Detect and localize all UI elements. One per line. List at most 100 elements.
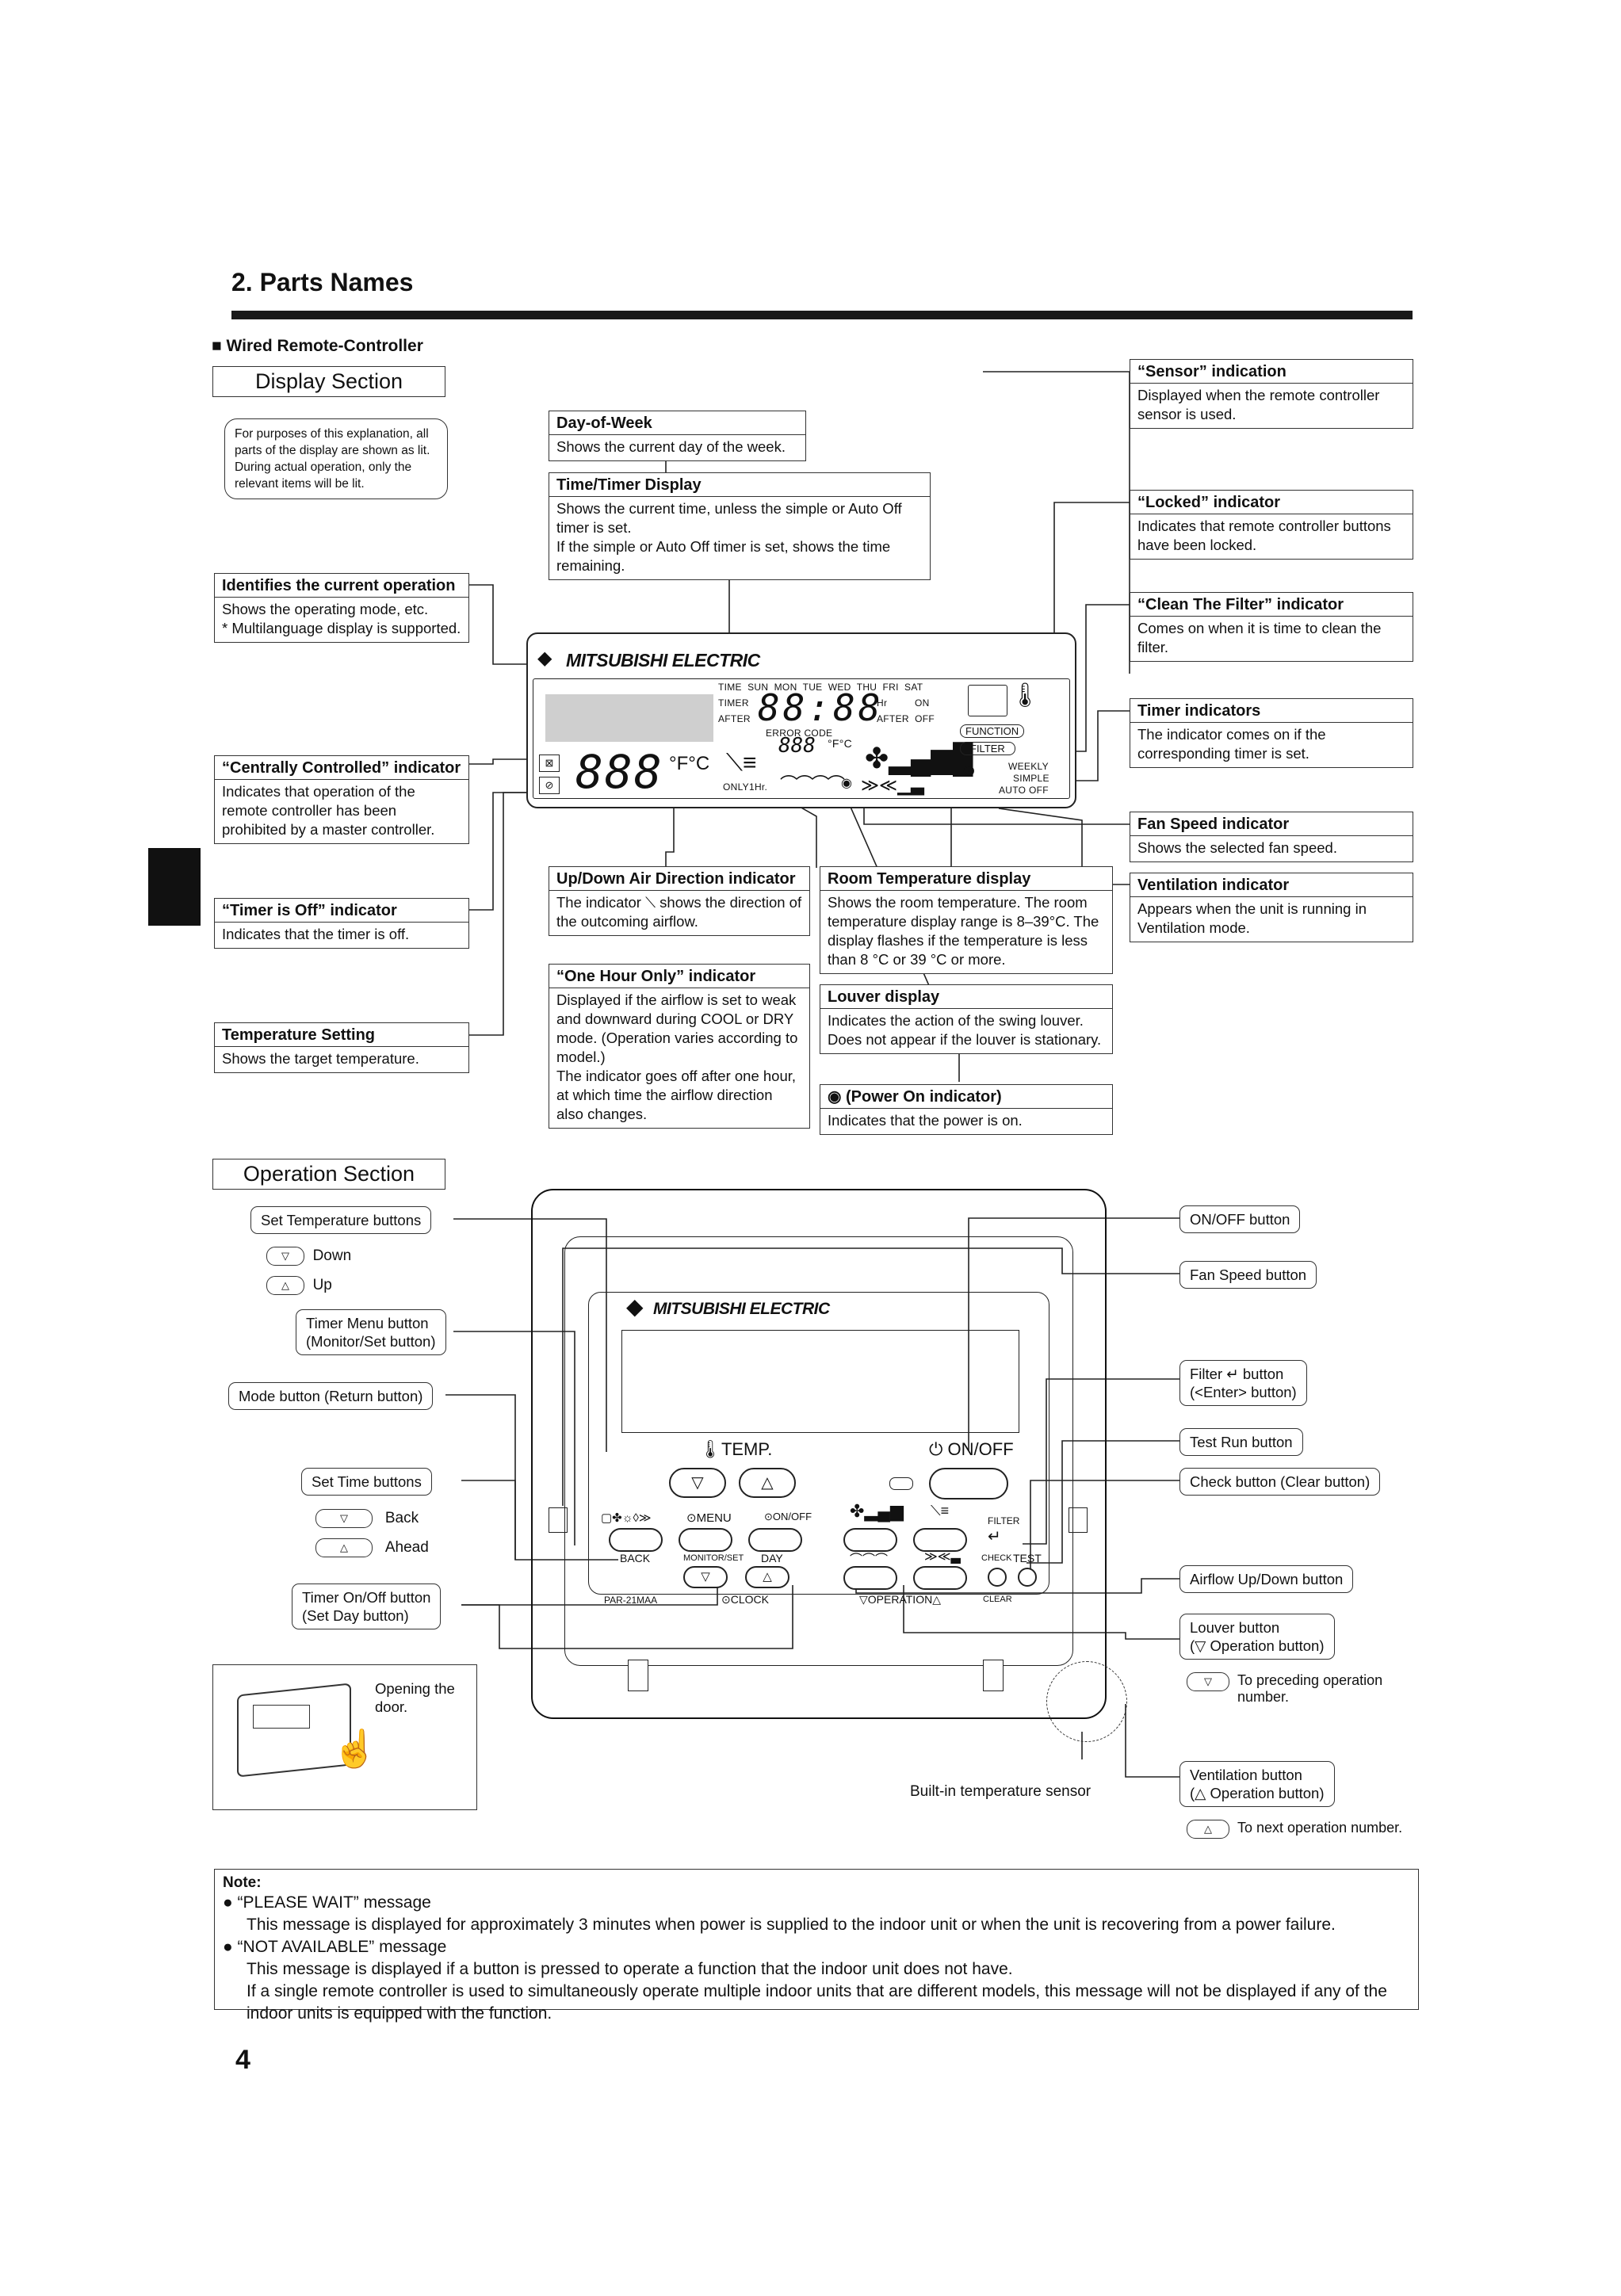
lcd-timer: TIMER — [718, 697, 749, 709]
right-clip — [1069, 1507, 1088, 1533]
back-label: BACK — [620, 1552, 651, 1564]
louver-button[interactable] — [843, 1566, 897, 1590]
lcd-on: ON — [915, 697, 930, 709]
label-next-op: △ To next operation number. — [1187, 1820, 1416, 1839]
test-button[interactable] — [1018, 1568, 1037, 1587]
panel-temp-label: 🌡TEMP. — [699, 1439, 773, 1459]
label-airflow-button: Airflow Up/Down button — [1179, 1565, 1354, 1593]
lcd-display: ◆ MITSUBISHI ELECTRIC TIME SUN MON TUE W… — [526, 632, 1076, 808]
mode-icons: ▢✤☼◊≫ — [601, 1511, 652, 1525]
airflow-button[interactable] — [913, 1528, 967, 1552]
enter-icon: ↵ — [988, 1528, 1001, 1545]
lcd-filter: FILTER — [960, 742, 1015, 755]
temp-down-button[interactable]: ▽ — [669, 1468, 726, 1498]
callout-locked: “Locked” indicator Indicates that remote… — [1130, 490, 1413, 560]
note-item-2: ● “NOT AVAILABLE” message — [223, 1938, 447, 1956]
lcd-hr: Hr — [877, 697, 888, 709]
lcd-set-temp-digits: 888 — [575, 745, 663, 799]
display-section-title: Display Section — [212, 366, 445, 397]
callout-one-hour-only: “One Hour Only” indicator Displayed if t… — [549, 964, 810, 1129]
callout-ventilation: Ventilation indicator Appears when the u… — [1130, 873, 1413, 942]
remote-panel: ◆ MITSUBISHI ELECTRIC 🌡TEMP. ⏻ ON/OFF ▽ … — [531, 1189, 1127, 1742]
left-clip — [549, 1507, 568, 1533]
check-button[interactable] — [988, 1568, 1007, 1587]
label-louver-button: Louver button (▽ Operation button) — [1179, 1614, 1335, 1660]
lcd-after: AFTER — [718, 713, 751, 724]
label-ventilation-button: Ventilation button (△ Operation button) — [1179, 1761, 1335, 1807]
door-illustration: ☝ Opening the door. — [212, 1664, 477, 1810]
lcd-brand: MITSUBISHI ELECTRIC — [566, 650, 760, 670]
label-back: ▽ Back — [315, 1509, 419, 1528]
menu-label: ⊙MENU — [686, 1511, 732, 1525]
panel-brand: MITSUBISHI ELECTRIC — [653, 1300, 830, 1318]
up-triangle-icon: △ — [1187, 1820, 1229, 1839]
down-triangle-icon: ▽ — [266, 1247, 304, 1266]
clock-label: ⊙CLOCK — [721, 1593, 769, 1606]
label-set-time: Set Time buttons — [301, 1468, 432, 1496]
lcd-central-icon: ⊠ — [539, 755, 560, 772]
note-title: Note: — [223, 1874, 262, 1891]
lock-slot-icon — [889, 1477, 913, 1490]
lcd-screen — [533, 678, 1070, 799]
label-temperature-sensor: Built-in temperature sensor — [910, 1783, 1091, 1800]
day-label: DAY — [761, 1552, 783, 1564]
lcd-simple: SIMPLE — [1013, 773, 1049, 784]
callout-timer-off: “Timer is Off” indicator Indicates that … — [214, 898, 469, 949]
louver-icon: ⌒⌒⌒ — [850, 1553, 889, 1567]
onoff-small-label: ⊙ON/OFF — [764, 1511, 812, 1522]
lcd-room-unit: °F°C — [828, 737, 853, 750]
lcd-vent-icon: ≫≪▁▃ — [861, 775, 924, 795]
fan-speed-button[interactable] — [843, 1528, 897, 1552]
down-triangle-icon: ▽ — [315, 1509, 373, 1528]
label-test-run-button: Test Run button — [1179, 1428, 1303, 1456]
note-box: Note: ● “PLEASE WAIT” message This messa… — [214, 1869, 1419, 2023]
model-label: PAR-21MAA — [604, 1595, 658, 1606]
label-set-temperature: Set Temperature buttons — [250, 1206, 432, 1234]
timer-menu-button[interactable] — [679, 1528, 732, 1552]
callout-fan-speed: Fan Speed indicator Shows the selected f… — [1130, 812, 1413, 862]
back-button[interactable]: ▽ — [683, 1566, 728, 1588]
lcd-clock-icon: ⊙ — [962, 762, 976, 780]
lcd-function: FUNCTION — [960, 724, 1025, 738]
clock-icon: ⊙ — [686, 1511, 697, 1525]
up-triangle-icon: △ — [315, 1538, 373, 1557]
lcd-fan-icon: ✤▂▄▆█ — [865, 742, 973, 774]
note-item-1-body: This message is displayed for approximat… — [247, 1916, 1336, 1934]
filter-label: FILTER — [988, 1515, 1020, 1526]
lcd-days: TIME SUN MON TUE WED THU FRI SAT — [718, 682, 923, 693]
clock-icon: ⊙ — [764, 1511, 773, 1522]
lcd-error-code: ERROR CODE — [766, 728, 833, 739]
lcd-weekly: WEEKLY — [1008, 761, 1049, 772]
callout-day-of-week: Day-of-Week Shows the current day of the… — [549, 411, 806, 461]
callout-centrally-controlled: “Centrally Controlled” indicator Indicat… — [214, 755, 469, 844]
lcd-sensor-icon — [968, 685, 1007, 716]
lcd-deg-unit: °F°C — [669, 753, 710, 774]
callout-sensor: “Sensor” indication Displayed when the r… — [1130, 359, 1413, 429]
ahead-button[interactable]: △ — [745, 1566, 789, 1588]
lcd-only1hr: ONLY1Hr. — [723, 781, 768, 793]
mode-button[interactable] — [609, 1528, 663, 1552]
subtitle: ■ Wired Remote-Controller — [212, 337, 423, 355]
label-timer-menu: Timer Menu button (Monitor/Set button) — [296, 1309, 446, 1355]
lcd-room-digits: 888 — [778, 734, 816, 758]
callout-clean-filter: “Clean The Filter” indicator Comes on wh… — [1130, 592, 1413, 662]
ventilation-button[interactable] — [913, 1566, 967, 1590]
monitor-label: MONITOR/SET — [683, 1553, 744, 1563]
opening-door-label: Opening the door. — [375, 1680, 455, 1715]
onoff-button[interactable] — [929, 1468, 1008, 1499]
label-mode: Mode button (Return button) — [228, 1382, 434, 1410]
side-tab — [148, 848, 201, 926]
timer-onoff-button[interactable] — [748, 1528, 802, 1552]
fan-speed-icon: ✤▂▄▆ — [850, 1501, 904, 1521]
lcd-auto-off: AUTO OFF — [999, 785, 1049, 796]
page-title: 2. Parts Names — [231, 268, 414, 296]
lcd-operation-area — [545, 694, 713, 742]
power-icon: ⏻ — [929, 1439, 943, 1459]
temp-up-button[interactable]: △ — [739, 1468, 796, 1498]
vent-icon: ≫≪▃ — [924, 1550, 961, 1564]
explain-note: For purposes of this explanation, all pa… — [224, 418, 448, 499]
airflow-icon: ⟍≡ — [931, 1503, 950, 1519]
down-triangle-icon: ▽ — [1187, 1672, 1229, 1691]
label-up: △ Up — [266, 1276, 332, 1295]
hand-icon: ☝ — [332, 1728, 378, 1769]
